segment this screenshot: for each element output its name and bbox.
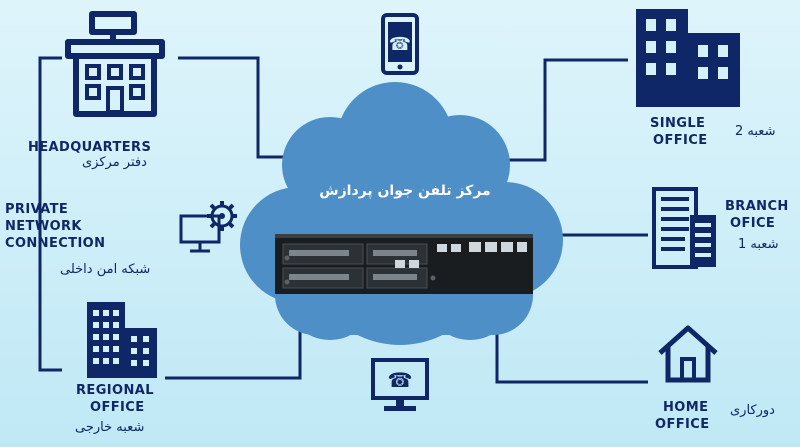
left-bracket-line [38,56,62,372]
private-network-line-1: PRIVATE [5,202,69,217]
mobile-phone-icon: ☎ [381,13,419,75]
single-office-fa-label: شعبه 2 [735,124,776,139]
computer-gear-icon [179,201,237,253]
single-office-line-1: SINGLE [650,116,706,131]
home-to-cloud-line [495,330,648,384]
building-icon [65,11,165,117]
private-network-line-2: NETWORK [5,219,82,234]
home-office-line-1: HOME [663,400,709,415]
private-network-fa-label: شبکه امن داخلی [60,262,151,277]
cloud-title: مرکز تلفن جوان پردازش [319,183,491,199]
hq-to-cloud-line [178,56,300,159]
headquarters-fa-label: دفتر مرکزی [82,155,147,170]
svg-text:☎: ☎ [389,34,411,55]
branch-office-icon [652,187,716,269]
branch-office-fa-label: شعبه 1 [738,237,779,252]
regional-line-1: REGIONAL [76,383,154,398]
office-buildings-icon [636,9,740,107]
branch-office-line-1: BRANCH [725,199,789,214]
single-to-cloud-line [490,58,628,162]
regional-to-cloud-line [165,330,302,380]
headquarters-label: HEADQUARTERS [28,140,152,155]
house-icon [658,325,718,383]
home-office-fa-label: دورکاری [730,403,775,418]
branch-office-line-2: OFICE [730,216,776,231]
regional-fa-label: شعبه خارجی [75,420,145,435]
single-office-line-2: OFFICE [653,133,708,148]
home-office-line-2: OFFICE [655,417,710,432]
private-network-line-3: CONNECTION [5,236,106,251]
pbx-device-icon [275,234,533,294]
svg-text:☎: ☎ [388,368,413,392]
regional-line-2: OFFICE [90,400,145,415]
desktop-phone-icon: ☎ [371,358,429,411]
skyscraper-icon [87,302,157,378]
